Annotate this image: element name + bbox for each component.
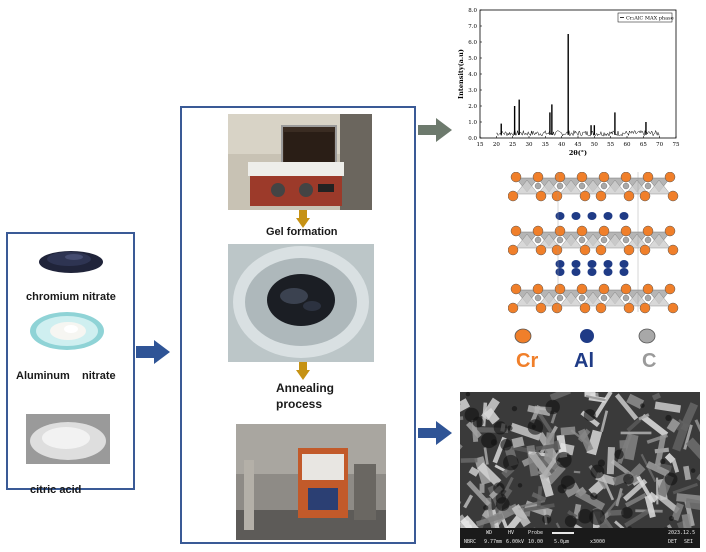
structure-legend: Cr Al C bbox=[512, 328, 682, 378]
arrow-to-process bbox=[136, 340, 170, 364]
xrd-x-tick-label: 15 bbox=[477, 142, 484, 148]
sem-footer-date: 2023.12.5 bbox=[668, 530, 696, 536]
xrd-x-tick-label: 45 bbox=[575, 142, 582, 148]
xrd-legend-box bbox=[617, 12, 673, 23]
xrd-x-tick-label: 40 bbox=[558, 142, 565, 148]
xrd-y-tick-label: 8.0 bbox=[468, 8, 477, 14]
xrd-chart: 15 20 25 30 35 40 45 50 55 60 65 70 75 0.0 1.0 2.0 3.0 4.… bbox=[457, 8, 680, 157]
xrd-legend-label: Cr₂AlC MAX phase bbox=[626, 16, 674, 22]
gel-photo bbox=[228, 244, 374, 362]
xrd-y-tick-label: 0.0 bbox=[468, 136, 477, 142]
step-label-annealing: Annealing process bbox=[276, 381, 335, 411]
xrd-y-tick-label: 4.0 bbox=[468, 72, 477, 78]
furnace-photo bbox=[236, 424, 386, 540]
sem-footer-hv: HV bbox=[508, 530, 515, 536]
crystal-slab-middle bbox=[508, 225, 679, 256]
arrow-to-annealing bbox=[296, 362, 310, 380]
sem-footer: WD HV Probe 2023.12.5 NBRC 9.77mm 6.00kV… bbox=[460, 528, 700, 548]
legend-label-al: Al bbox=[574, 350, 594, 372]
xrd-y-tick-label: 5.0 bbox=[468, 56, 477, 62]
xrd-x-tick-label: 20 bbox=[493, 142, 500, 148]
xrd-x-tick-label: 70 bbox=[656, 142, 663, 148]
sem-footer-nbrc: NBRC bbox=[464, 539, 477, 545]
crystal-al-row-3 bbox=[555, 268, 629, 276]
sem-image: WD HV Probe 2023.12.5 NBRC 9.77mm 6.00kV… bbox=[460, 392, 700, 548]
xrd-x-tick-label: 75 bbox=[673, 142, 680, 148]
xrd-y-tick-label: 3.0 bbox=[468, 88, 477, 94]
process-box: Gel formation Annealing process bbox=[180, 106, 416, 544]
precursor-label-chromium: chromium nitrate bbox=[26, 291, 116, 303]
aluminum-nitrate-image bbox=[30, 312, 104, 350]
precursors-box: chromium nitrate Aluminum nitrate citric… bbox=[6, 232, 135, 496]
cr-atom-icon bbox=[514, 328, 532, 344]
xrd-y-axis-label: Intensity(a.u) bbox=[457, 49, 465, 99]
sem-footer-probe-value: 10.00 bbox=[528, 539, 544, 545]
step-label-gel: Gel formation bbox=[266, 226, 338, 238]
precursor-label-aluminum: Aluminum nitrate bbox=[16, 370, 116, 382]
xrd-y-tick-label: 7.0 bbox=[468, 24, 477, 30]
legend-label-c: C bbox=[642, 350, 657, 372]
crystal-al-row-1 bbox=[555, 212, 629, 220]
xrd-plot-frame bbox=[479, 9, 677, 139]
crystal-al-row-2 bbox=[555, 260, 629, 268]
crystal-structure bbox=[508, 172, 679, 314]
crystal-slab-bottom bbox=[508, 283, 679, 314]
xrd-x-tick-label: 30 bbox=[526, 142, 533, 148]
arrow-to-xrd bbox=[418, 118, 452, 142]
sem-footer-scale: 5.0μm bbox=[554, 539, 570, 545]
legend-label-cr: Cr bbox=[516, 350, 539, 372]
xrd-x-axis-label: 2θ(°) bbox=[569, 149, 587, 157]
citric-acid-image bbox=[26, 414, 110, 464]
sem-footer-probe: Probe bbox=[528, 530, 544, 536]
crystal-slab-top bbox=[508, 172, 679, 202]
arrow-to-sem bbox=[418, 421, 452, 445]
sem-footer-sei: SEI bbox=[684, 539, 694, 545]
al-atom-icon bbox=[580, 329, 594, 343]
xrd-x-tick-label: 25 bbox=[509, 142, 516, 148]
sem-footer-det: DET bbox=[668, 539, 678, 545]
precursor-label-citric: citric acid bbox=[30, 484, 82, 496]
xrd-x-tick-label: 60 bbox=[624, 142, 631, 148]
xrd-x-tick-label: 55 bbox=[607, 142, 614, 148]
xrd-x-tick-label: 35 bbox=[542, 142, 549, 148]
arrow-to-gel bbox=[296, 210, 310, 228]
sem-footer-wd: WD bbox=[486, 530, 493, 536]
sem-scale-bar bbox=[552, 532, 574, 534]
sem-footer-mag: x3000 bbox=[590, 539, 606, 545]
chromium-nitrate-image bbox=[39, 251, 103, 273]
xrd-y-tick-label: 6.0 bbox=[468, 40, 477, 46]
hotplate-photo bbox=[228, 114, 372, 210]
sem-footer-hv-value: 6.00kV bbox=[506, 539, 525, 545]
xrd-x-tick-label: 65 bbox=[640, 142, 647, 148]
sem-footer-wd-value: 9.77mm bbox=[484, 539, 503, 545]
xrd-x-tick-label: 50 bbox=[591, 142, 598, 148]
xrd-baseline bbox=[496, 129, 660, 137]
xrd-y-tick-label: 1.0 bbox=[468, 120, 477, 126]
c-atom-icon bbox=[638, 328, 656, 344]
xrd-y-tick-label: 2.0 bbox=[468, 104, 477, 110]
